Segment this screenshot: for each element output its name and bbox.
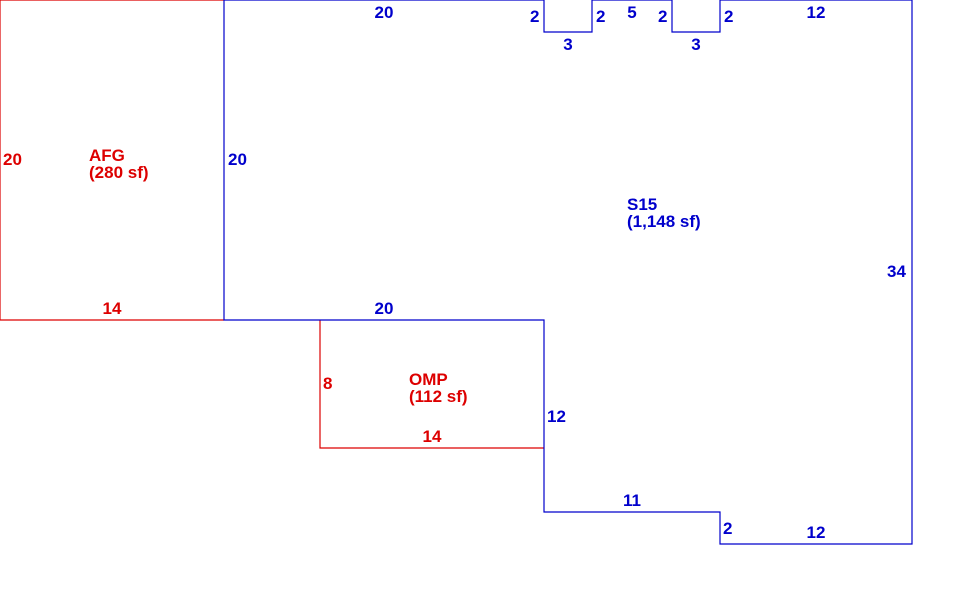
- omp-dim-bottom: 14: [423, 427, 442, 446]
- omp-area-name: OMP: [409, 370, 448, 389]
- s15-area-size: (1,148 sf): [627, 212, 701, 231]
- omp-area-size: (112 sf): [409, 387, 468, 406]
- afg-dim-bottom: 14: [103, 299, 122, 318]
- s15-dim-inner-vertical: 12: [547, 407, 566, 426]
- s15-dim-top-right: 12: [807, 3, 826, 22]
- omp-outline: [319, 320, 544, 449]
- afg-area-size: (280 sf): [89, 163, 149, 182]
- s15-dim-notch2-left: 2: [658, 7, 667, 26]
- s15-dim-step: 2: [723, 519, 732, 538]
- s15-dim-notch1-left: 2: [530, 7, 539, 26]
- s15-dim-notch2-bottom: 3: [691, 35, 700, 54]
- s15-dim-bottom-right: 12: [807, 523, 826, 542]
- s15-dim-between-notches: 5: [627, 3, 636, 22]
- s15-dim-notch2-right: 2: [724, 7, 733, 26]
- omp-dim-left: 8: [323, 374, 332, 393]
- afg-area-name: AFG: [89, 146, 125, 165]
- s15-dim-right: 34: [887, 262, 906, 281]
- s15-area-name: S15: [627, 195, 657, 214]
- s15-dim-notch1-bottom: 3: [563, 35, 572, 54]
- s15-dim-left: 20: [228, 150, 247, 169]
- s15-outline: [223, 0, 913, 545]
- s15-dim-inner-horizontal: 20: [375, 299, 394, 318]
- s15-dim-notch1-right: 2: [596, 7, 605, 26]
- s15-dim-top-left: 20: [375, 3, 394, 22]
- afg-dim-left: 20: [3, 150, 22, 169]
- afg-outline: [0, 0, 224, 321]
- s15-dim-bottom-mid: 11: [623, 491, 641, 510]
